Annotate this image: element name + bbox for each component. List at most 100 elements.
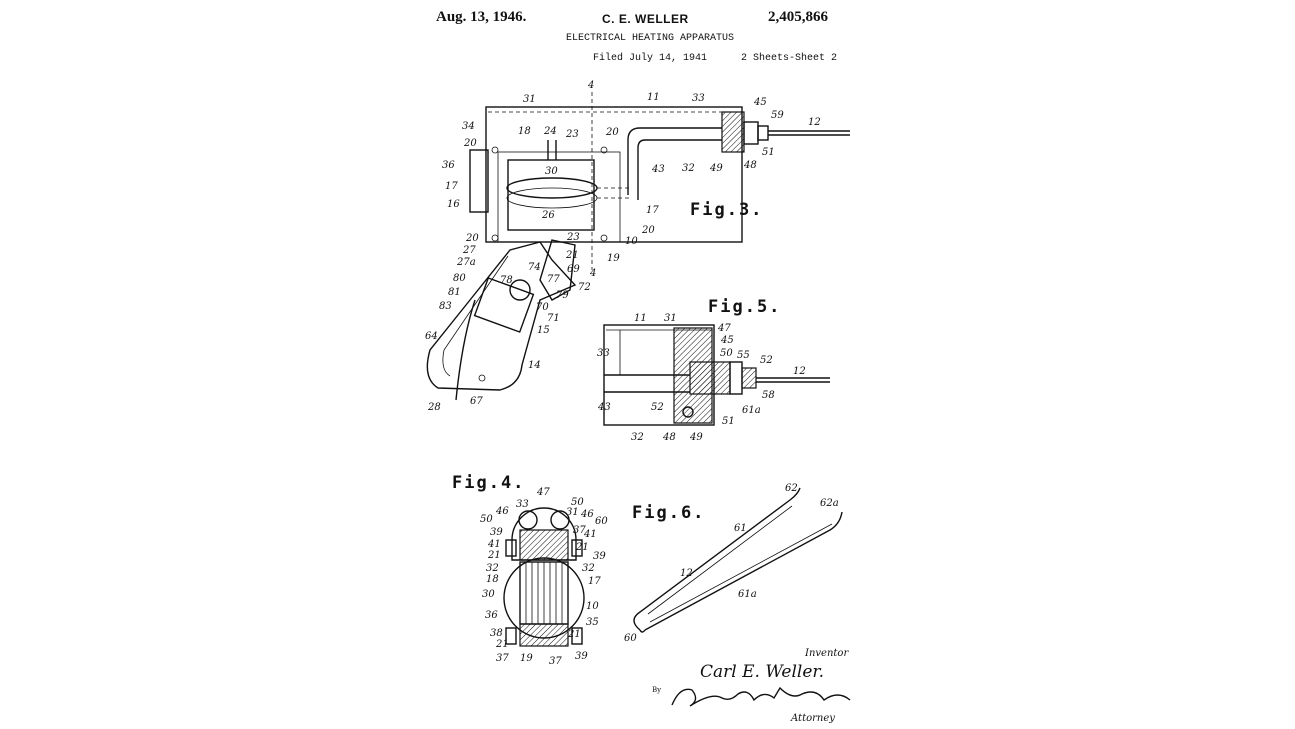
fig3-label: 67 bbox=[470, 396, 483, 407]
fig3-label: 30 bbox=[545, 166, 558, 177]
patent-number: 2,405,866 bbox=[768, 9, 828, 25]
fig4-label: 21 bbox=[567, 629, 581, 640]
fig4-label: 37 bbox=[496, 653, 509, 664]
fig3-label: 80 bbox=[453, 273, 466, 284]
patent-date: Aug. 13, 1946. bbox=[436, 9, 527, 25]
fig6-label: 12 bbox=[680, 568, 693, 579]
fig3-label: 34 bbox=[462, 121, 475, 132]
fig3-label: 72 bbox=[578, 282, 591, 293]
fig4-label: 21 bbox=[575, 542, 589, 553]
patent-title: ELECTRICAL HEATING APPARATUS bbox=[566, 33, 735, 44]
fig5-label: 11 bbox=[634, 313, 647, 324]
fig4-label: 60 bbox=[595, 516, 608, 527]
fig6-label: 62a bbox=[820, 498, 839, 509]
fig4-label: 10 bbox=[586, 601, 599, 612]
fig3-label: 33 bbox=[692, 93, 705, 104]
fig5-label: 45 bbox=[720, 335, 734, 346]
fig5-label: 31 bbox=[664, 313, 677, 324]
fig3-label: 11 bbox=[647, 92, 660, 103]
fig3-label: 27 bbox=[462, 245, 476, 256]
fig3-label: 59 bbox=[771, 110, 784, 121]
figure-3-caption: Fig.3. bbox=[690, 200, 763, 220]
fig3-label: 45 bbox=[753, 97, 767, 108]
fig5-label: 51 bbox=[722, 416, 735, 427]
fig3-label: 26 bbox=[541, 210, 555, 221]
fig3-label: 20 bbox=[465, 233, 479, 244]
fig5-label: 55 bbox=[737, 350, 750, 361]
by-label: By bbox=[652, 686, 662, 694]
fig4-label: 47 bbox=[536, 487, 550, 498]
fig4-label: 39 bbox=[575, 651, 588, 662]
fig3-label: 32 bbox=[682, 163, 695, 174]
fig3-label: 23 bbox=[566, 232, 580, 243]
fig4-label: 38 bbox=[490, 628, 503, 639]
figure-6-drawing bbox=[633, 487, 843, 633]
figure-5-caption: Fig.5. bbox=[708, 297, 781, 317]
fig3-label: 74 bbox=[528, 262, 541, 273]
figure-6-labels: Fig.6. 62 62a 61 12 61a 60 bbox=[624, 483, 839, 644]
fig3-label: 20 bbox=[463, 138, 477, 149]
figure-4-labels: Fig.4. 47 33 46 31 46 50 60 50 39 37 41 … bbox=[452, 473, 608, 667]
fig3-label: 64 bbox=[425, 331, 438, 342]
inventor-signature: Carl E. Weller. bbox=[700, 662, 825, 682]
figure-5-labels: Fig.5. 11 31 47 33 45 50 55 52 12 43 52 … bbox=[597, 297, 806, 443]
fig3-label: 20 bbox=[605, 127, 619, 138]
fig3-label: 4 bbox=[589, 268, 596, 279]
fig3-label: 20 bbox=[641, 225, 655, 236]
fig4-label: 30 bbox=[482, 589, 495, 600]
figure-6-caption: Fig.6. bbox=[632, 503, 705, 523]
fig3-label: 14 bbox=[528, 360, 541, 371]
figure-4-drawing bbox=[503, 507, 585, 647]
fig4-label: 46 bbox=[580, 509, 594, 520]
fig3-label: 19 bbox=[607, 253, 620, 264]
fig4-label: 39 bbox=[593, 551, 606, 562]
fig4-label: 18 bbox=[486, 574, 499, 585]
fig3-label: 10 bbox=[625, 236, 638, 247]
fig3-label: 4 bbox=[587, 80, 594, 91]
fig4-label: 37 bbox=[573, 525, 586, 536]
fig4-label: 37 bbox=[549, 656, 562, 667]
fig3-label: 21 bbox=[565, 250, 579, 261]
fig3-label: 77 bbox=[547, 274, 560, 285]
fig4-label: 36 bbox=[485, 610, 498, 621]
fig3-label: 15 bbox=[537, 325, 550, 336]
fig5-label: 52 bbox=[760, 355, 773, 366]
fig5-label: 52 bbox=[651, 402, 664, 413]
fig3-label: 36 bbox=[442, 160, 455, 171]
fig3-label: 27a bbox=[456, 257, 476, 268]
fig4-label: 46 bbox=[495, 506, 509, 517]
inventor-label: Inventor bbox=[805, 648, 849, 659]
fig4-label: 50 bbox=[571, 497, 584, 508]
figure-4-caption: Fig.4. bbox=[452, 473, 525, 493]
fig5-label: 12 bbox=[793, 366, 806, 377]
fig3-label: 78 bbox=[500, 275, 513, 286]
fig4-label: 19 bbox=[520, 653, 533, 664]
filed-date: Filed July 14, 1941 bbox=[593, 53, 708, 64]
fig3-label: 48 bbox=[743, 160, 757, 171]
fig5-label: 49 bbox=[689, 432, 703, 443]
fig4-label: 32 bbox=[486, 563, 499, 574]
fig3-label: 49 bbox=[709, 163, 723, 174]
fig3-label: 51 bbox=[762, 147, 775, 158]
fig3-label: 18 bbox=[518, 126, 531, 137]
fig6-label: 61 bbox=[734, 523, 747, 534]
figure-5-drawing bbox=[603, 324, 830, 426]
fig3-label: 17 bbox=[445, 181, 458, 192]
fig3-label: 71 bbox=[547, 313, 560, 324]
fig3-label: 28 bbox=[427, 402, 441, 413]
fig3-label: 43 bbox=[651, 164, 665, 175]
fig4-label: 17 bbox=[588, 576, 601, 587]
fig3-label: 81 bbox=[448, 287, 461, 298]
fig5-label: 58 bbox=[762, 390, 775, 401]
fig3-label: 12 bbox=[808, 117, 821, 128]
fig4-label: 41 bbox=[583, 529, 597, 540]
fig4-label: 33 bbox=[516, 499, 529, 510]
fig6-label: 61a bbox=[738, 589, 757, 600]
attorney-signature bbox=[671, 686, 851, 707]
fig5-label: 50 bbox=[720, 348, 733, 359]
fig5-label: 32 bbox=[631, 432, 644, 443]
fig3-label: 23 bbox=[565, 129, 579, 140]
fig4-label: 35 bbox=[586, 617, 599, 628]
